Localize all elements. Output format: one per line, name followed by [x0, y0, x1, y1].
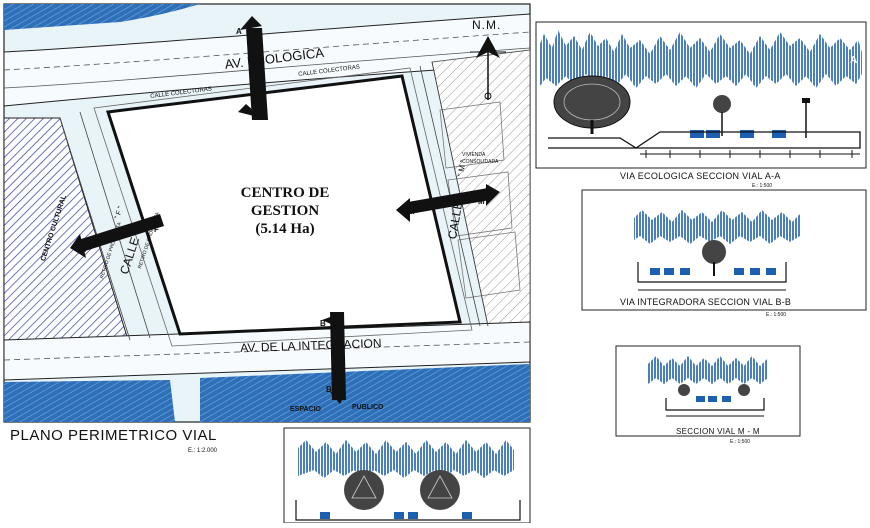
section-aa-tree-icon: [553, 75, 631, 134]
cut-line-f: [70, 214, 164, 258]
publico-label: PUBLICO: [352, 404, 384, 411]
cut-line-a: [238, 16, 268, 120]
section-mm-vehicles: [696, 396, 731, 402]
section-mm-scale: E.: 1:500: [730, 439, 751, 445]
section-bb-scale: E.: 1:500: [766, 312, 787, 318]
north-label: N.M.: [472, 18, 502, 32]
section-bb-tree-icon: [702, 240, 726, 276]
vivienda-label: VIVIENDA CONSOLIDADA: [462, 152, 499, 165]
cut-marker-m-right: M: [478, 197, 485, 206]
section-bottom-vehicles: [320, 512, 472, 519]
section-aa-marker: A: [850, 55, 858, 66]
section-mm-title: SECCION VIAL M - M: [676, 427, 760, 436]
cut-marker-b-bottom: B: [326, 385, 332, 394]
cut-marker-f-right: F: [154, 225, 159, 234]
section-bb: [581, 189, 867, 311]
cut-line-b: [322, 312, 346, 404]
section-aa-skyline: [540, 30, 862, 88]
plan-title: PLANO PERIMETRICO VIAL: [10, 427, 217, 444]
espacio-publico-area: [200, 364, 530, 422]
site-plan: [3, 3, 531, 423]
section-bottom-tree-left-icon: [344, 470, 384, 510]
cut-marker-f-left: F: [84, 245, 89, 254]
block-sidewalk-line: [93, 67, 473, 347]
section-bottom: [283, 427, 531, 524]
water-bottom-left: [4, 380, 175, 422]
section-aa-scale: E.: 1:500: [752, 183, 773, 189]
section-bottom-tree-right-icon: [420, 470, 460, 510]
section-aa: [535, 21, 867, 169]
section-bb-title: VIA INTEGRADORA SECCION VIAL B-B: [620, 297, 792, 307]
cut-marker-b-top: B: [320, 319, 326, 328]
section-mm-trees-icon: [678, 384, 750, 396]
section-bottom-skyline: [298, 440, 514, 478]
cut-marker-m-left: M: [408, 207, 415, 216]
section-mm: [615, 345, 801, 437]
block-title-line2: GESTION: [250, 203, 320, 219]
block-area: (5.14 Ha): [255, 221, 315, 237]
section-bb-skyline: [634, 210, 800, 244]
cut-marker-a-top: A: [236, 27, 242, 36]
section-aa-title: VIA ECOLOGICA SECCION VIAL A-A: [620, 171, 781, 181]
section-mm-skyline: [648, 356, 768, 384]
plan-scale: E.: 1:2.000: [188, 448, 218, 454]
section-bb-vehicles: [650, 268, 776, 275]
cut-marker-a-bottom: A: [244, 105, 250, 114]
river-top: [4, 4, 200, 30]
espacio-label: ESPACIO: [290, 406, 321, 413]
centro-de-gestion-block: [106, 74, 462, 336]
cut-line-m: [396, 184, 500, 222]
block-title-line1: CENTRO DE: [240, 185, 330, 201]
section-mm-frame: [615, 345, 801, 437]
section-aa-vehicles: [690, 130, 786, 138]
north-arrow-icon: [470, 36, 506, 100]
